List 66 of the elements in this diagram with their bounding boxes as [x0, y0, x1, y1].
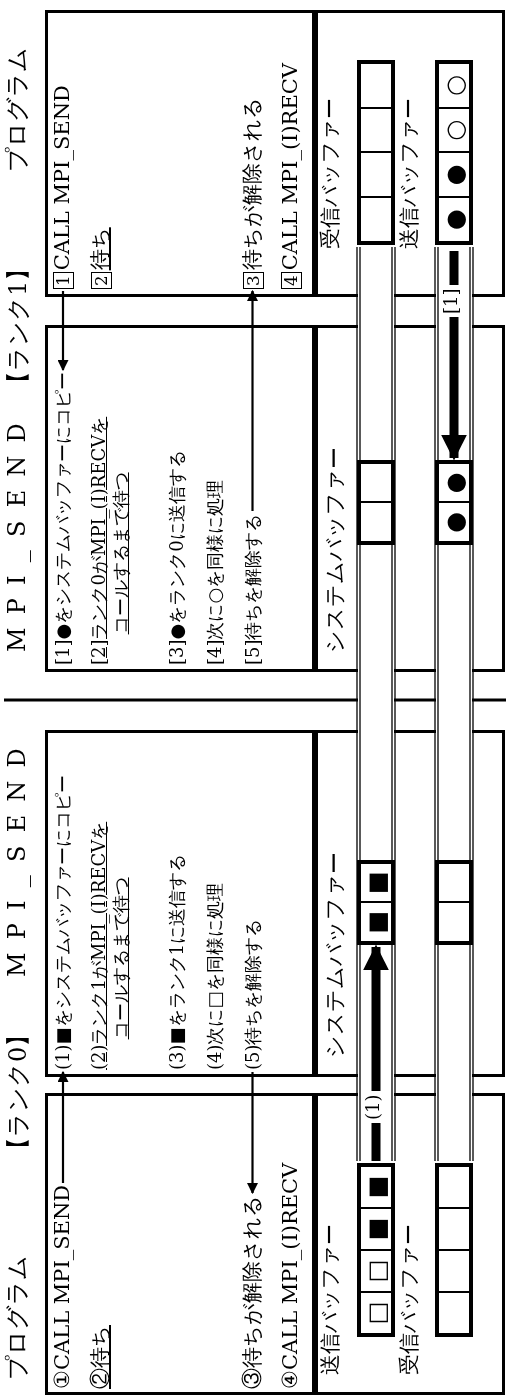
- panel-heading: MPI_SEND: [3, 410, 32, 652]
- step-text: (3)■をランク1に送信する: [166, 854, 188, 1070]
- buffer-cell: [360, 197, 392, 242]
- buffer-cell: [360, 502, 392, 542]
- edge-label: (1): [362, 1091, 384, 1123]
- buffer-cell: ■: [360, 1166, 392, 1208]
- buffer-cell: [360, 152, 392, 198]
- step-text: 2待ち: [88, 227, 114, 289]
- rank-label: 【ランク0】: [4, 1022, 33, 1161]
- step-text: ④CALL MPI_(I)RECV: [278, 1162, 304, 1389]
- arrow: [57, 291, 69, 372]
- step-text: 3待ちが解除される: [240, 97, 266, 289]
- step-text: 1CALL MPI_SEND: [50, 85, 76, 289]
- block-arrow: [363, 944, 389, 1161]
- buffer-cell: ○: [438, 63, 470, 108]
- buffer-cell: [438, 1208, 470, 1250]
- buffer-frame: [357, 460, 395, 545]
- edge-label: [1]: [440, 285, 462, 317]
- step-text: (2)ランク1がMPI_(I)RECVをコールするまで待つ: [88, 821, 132, 1070]
- buffer-cell: [438, 863, 470, 903]
- buffer-cell: [360, 63, 392, 108]
- step-text: [3]●をランク0に送信する: [166, 450, 188, 665]
- step-text: (4)次に□を同様に処理: [204, 883, 226, 1070]
- arrow: [247, 289, 258, 511]
- buffer-cell: [438, 902, 470, 942]
- panel-heading: MPI_SEND: [3, 735, 32, 977]
- buffer-cell: ●: [438, 463, 470, 503]
- buffer-cell: ■: [360, 863, 392, 903]
- buffer-heading: 受信バッファー: [318, 98, 343, 249]
- arrow: [57, 1070, 69, 1183]
- buffer-cell: [360, 463, 392, 503]
- area-heading: システムバッファー: [322, 447, 348, 653]
- buffer-cell: ○: [438, 107, 470, 153]
- buffer-heading: 送信バッファー: [397, 98, 422, 249]
- buffer-cell: [438, 1166, 470, 1208]
- step-text: 4CALL MPI_(I)RECV: [278, 63, 304, 289]
- panel-heading: プログラム: [3, 47, 32, 172]
- buffer-cell: □: [360, 1250, 392, 1292]
- block-arrow: [441, 251, 467, 461]
- buffer-frame: [435, 460, 473, 545]
- arrow: [247, 1072, 258, 1195]
- step-text: [2]ランク0がMPI_(I)RECVをコールするまで待つ: [88, 416, 132, 665]
- buffer-cell: [360, 107, 392, 153]
- buffer-cell: ●: [438, 197, 470, 242]
- rank-label: 【ランク1】: [4, 256, 33, 395]
- step-text: [4]次に○を同様に処理: [204, 479, 226, 665]
- buffer-cell: ●: [438, 152, 470, 198]
- buffer-cell: [438, 1250, 470, 1292]
- buffer-cell: ●: [438, 502, 470, 542]
- buffer-cell: ■: [360, 1208, 392, 1250]
- step-text: (1)■をシステムバッファーにコピー: [52, 775, 74, 1070]
- step-text: [1]●をシステムバッファーにコピー: [52, 371, 74, 665]
- area-heading: システムバッファー: [322, 852, 348, 1058]
- step-text: (5)待ちを解除する: [242, 918, 264, 1070]
- panel-heading: プログラム: [3, 1255, 32, 1380]
- buffer-cell: ■: [360, 902, 392, 942]
- buffer-cell: [438, 1292, 470, 1334]
- buffer-frame: [357, 860, 395, 945]
- step-text: ①CALL MPI_SEND: [50, 1184, 76, 1389]
- buffer-frame: [435, 860, 473, 945]
- step-text: [5]待ちを解除する: [242, 513, 264, 665]
- step-text: ③待ちが解除される: [240, 1195, 266, 1389]
- step-text: ②待ち: [88, 1325, 114, 1389]
- buffer-heading: 送信バッファー: [318, 1224, 343, 1375]
- buffer-cell: □: [360, 1292, 392, 1334]
- buffer-heading: 受信バッファー: [397, 1224, 422, 1375]
